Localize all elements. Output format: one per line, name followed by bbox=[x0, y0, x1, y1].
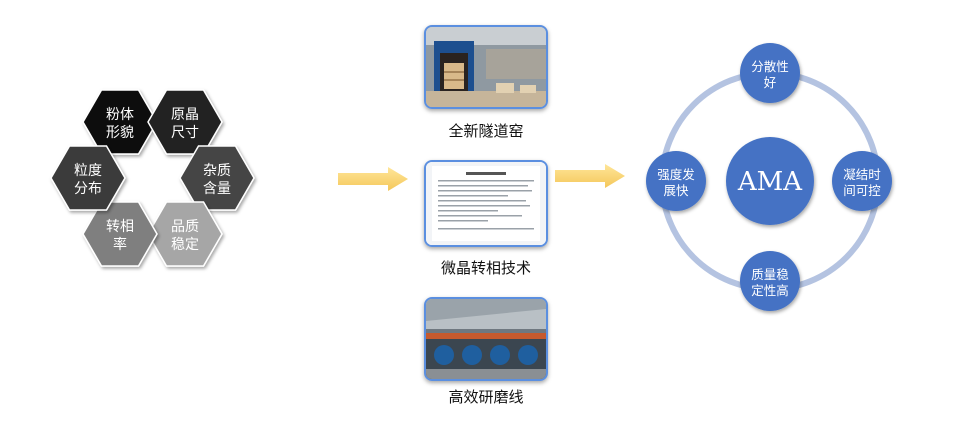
property-label: 凝结时 bbox=[843, 167, 881, 182]
property-label: 质量稳 bbox=[751, 267, 789, 282]
hexagon-label: 品质 bbox=[171, 219, 199, 235]
arrow-to-product bbox=[555, 164, 625, 188]
property-label: 好 bbox=[764, 75, 777, 90]
right-arrow-icon bbox=[555, 164, 625, 188]
tunnel-kiln-photo bbox=[424, 25, 548, 109]
hexagon-label: 粉体 bbox=[106, 107, 134, 123]
property-label: 定性高 bbox=[751, 283, 789, 298]
property-circle-shape bbox=[832, 151, 892, 211]
hexagon-label: 率 bbox=[113, 236, 127, 253]
document-photo bbox=[424, 160, 548, 247]
hexagon-shape bbox=[82, 89, 158, 155]
process-caption-grinding: 高效研磨线 bbox=[448, 388, 524, 406]
property-label: 分散性 bbox=[751, 59, 789, 74]
center-label: AMA bbox=[737, 167, 803, 197]
right-arrow-icon bbox=[338, 167, 408, 191]
hexagon-label: 形貌 bbox=[106, 125, 134, 141]
hexagon-label: 杂质 bbox=[203, 163, 231, 179]
property-label: 间可控 bbox=[843, 183, 881, 198]
hexagon-label: 稳定 bbox=[171, 237, 199, 253]
hexagon-label: 尺寸 bbox=[171, 125, 199, 141]
grinding-line-photo bbox=[424, 297, 548, 381]
property-label: 强度发 bbox=[657, 167, 695, 182]
process-caption-technology: 微晶转相技术 bbox=[440, 259, 531, 277]
property-circle-shape bbox=[740, 251, 800, 311]
hexagon-label: 粒度 bbox=[74, 163, 102, 179]
hexagon-shape bbox=[179, 145, 255, 211]
hexagon-label: 转相 bbox=[106, 219, 134, 235]
property-label: 展快 bbox=[663, 183, 689, 198]
hexagon-label: 含量 bbox=[203, 181, 231, 197]
hexagon-shape bbox=[50, 145, 126, 211]
arrow-to-process bbox=[338, 167, 408, 191]
hexagon-label: 分布 bbox=[74, 181, 102, 197]
hexagon-5: 转相率 bbox=[82, 201, 158, 267]
property-circle-shape bbox=[740, 43, 800, 103]
property-circle-shape bbox=[646, 151, 706, 211]
hexagon-label: 原晶 bbox=[171, 107, 199, 123]
hexagon-shape bbox=[82, 201, 158, 267]
center-circle bbox=[726, 137, 814, 225]
process-caption-kiln: 全新隧道窑 bbox=[448, 122, 524, 140]
